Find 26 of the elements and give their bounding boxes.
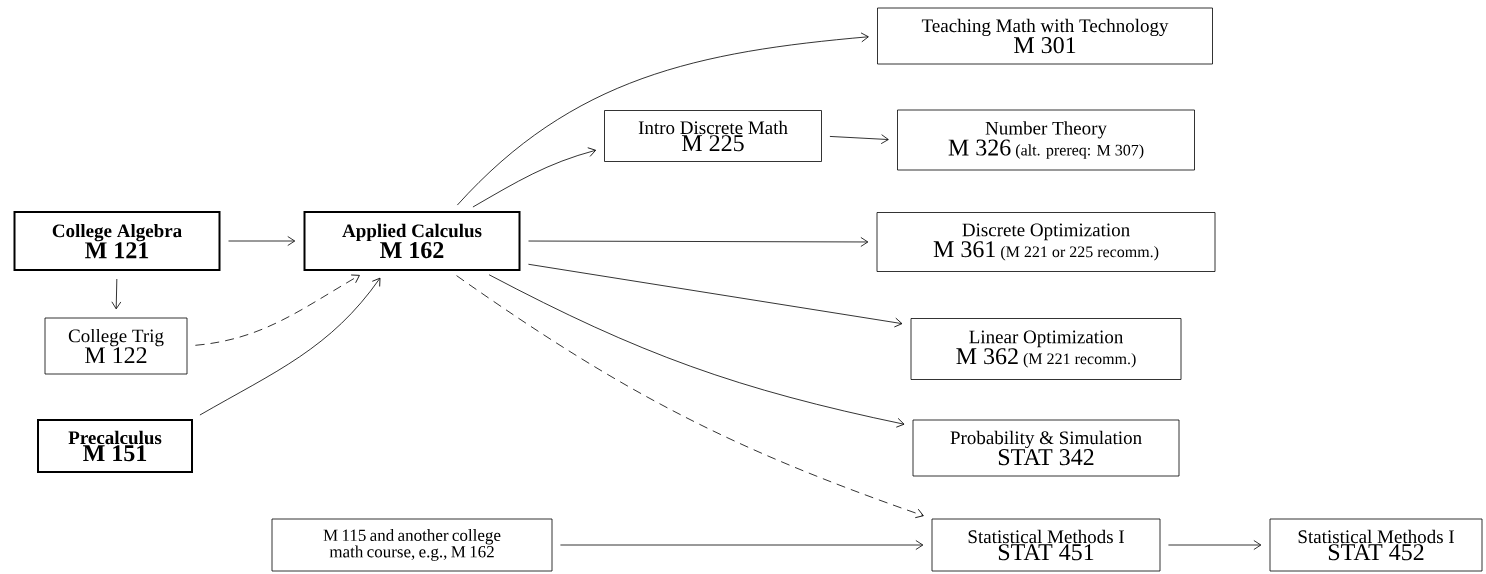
course-box: Intro Discrete Math M 225 xyxy=(604,110,822,162)
arrow xyxy=(199,277,381,416)
course-box: College Algebra M 121 xyxy=(13,211,221,271)
course-box: M 115 and another college math course, e.g., M 162 xyxy=(271,518,553,572)
dashed-arrow xyxy=(194,274,360,346)
course-box: Discrete Optimization M 361 (M 221 or 225 recomm.) xyxy=(876,212,1216,272)
course-box: Precalculus M 151 xyxy=(37,419,193,473)
course-box: College Trig M 122 xyxy=(44,317,188,375)
arrow xyxy=(111,278,122,310)
arrow xyxy=(528,237,869,247)
arrow xyxy=(228,236,296,246)
course-box: Linear Optimization M 362 (M 221 recomm.) xyxy=(910,318,1182,380)
arrow xyxy=(488,274,905,428)
arrow xyxy=(1168,540,1262,550)
arrow xyxy=(528,263,903,328)
dashed-arrow xyxy=(456,275,924,519)
course-box: Statistical Methods I STAT 452 xyxy=(1269,518,1483,572)
course-box: Teaching Math with Technology M 301 xyxy=(877,7,1213,65)
arrow xyxy=(560,540,924,550)
arrow xyxy=(472,147,597,208)
course-box: Statistical Methods I STAT 451 xyxy=(931,518,1161,572)
course-box: Probability & Simulation STAT 342 xyxy=(912,419,1180,477)
arrow xyxy=(456,32,869,206)
course-box: Applied Calculus M 162 xyxy=(303,211,521,271)
course-box: Number Theory M 326 (alt. prereq: M 307) xyxy=(897,109,1195,171)
arrow xyxy=(829,134,889,145)
